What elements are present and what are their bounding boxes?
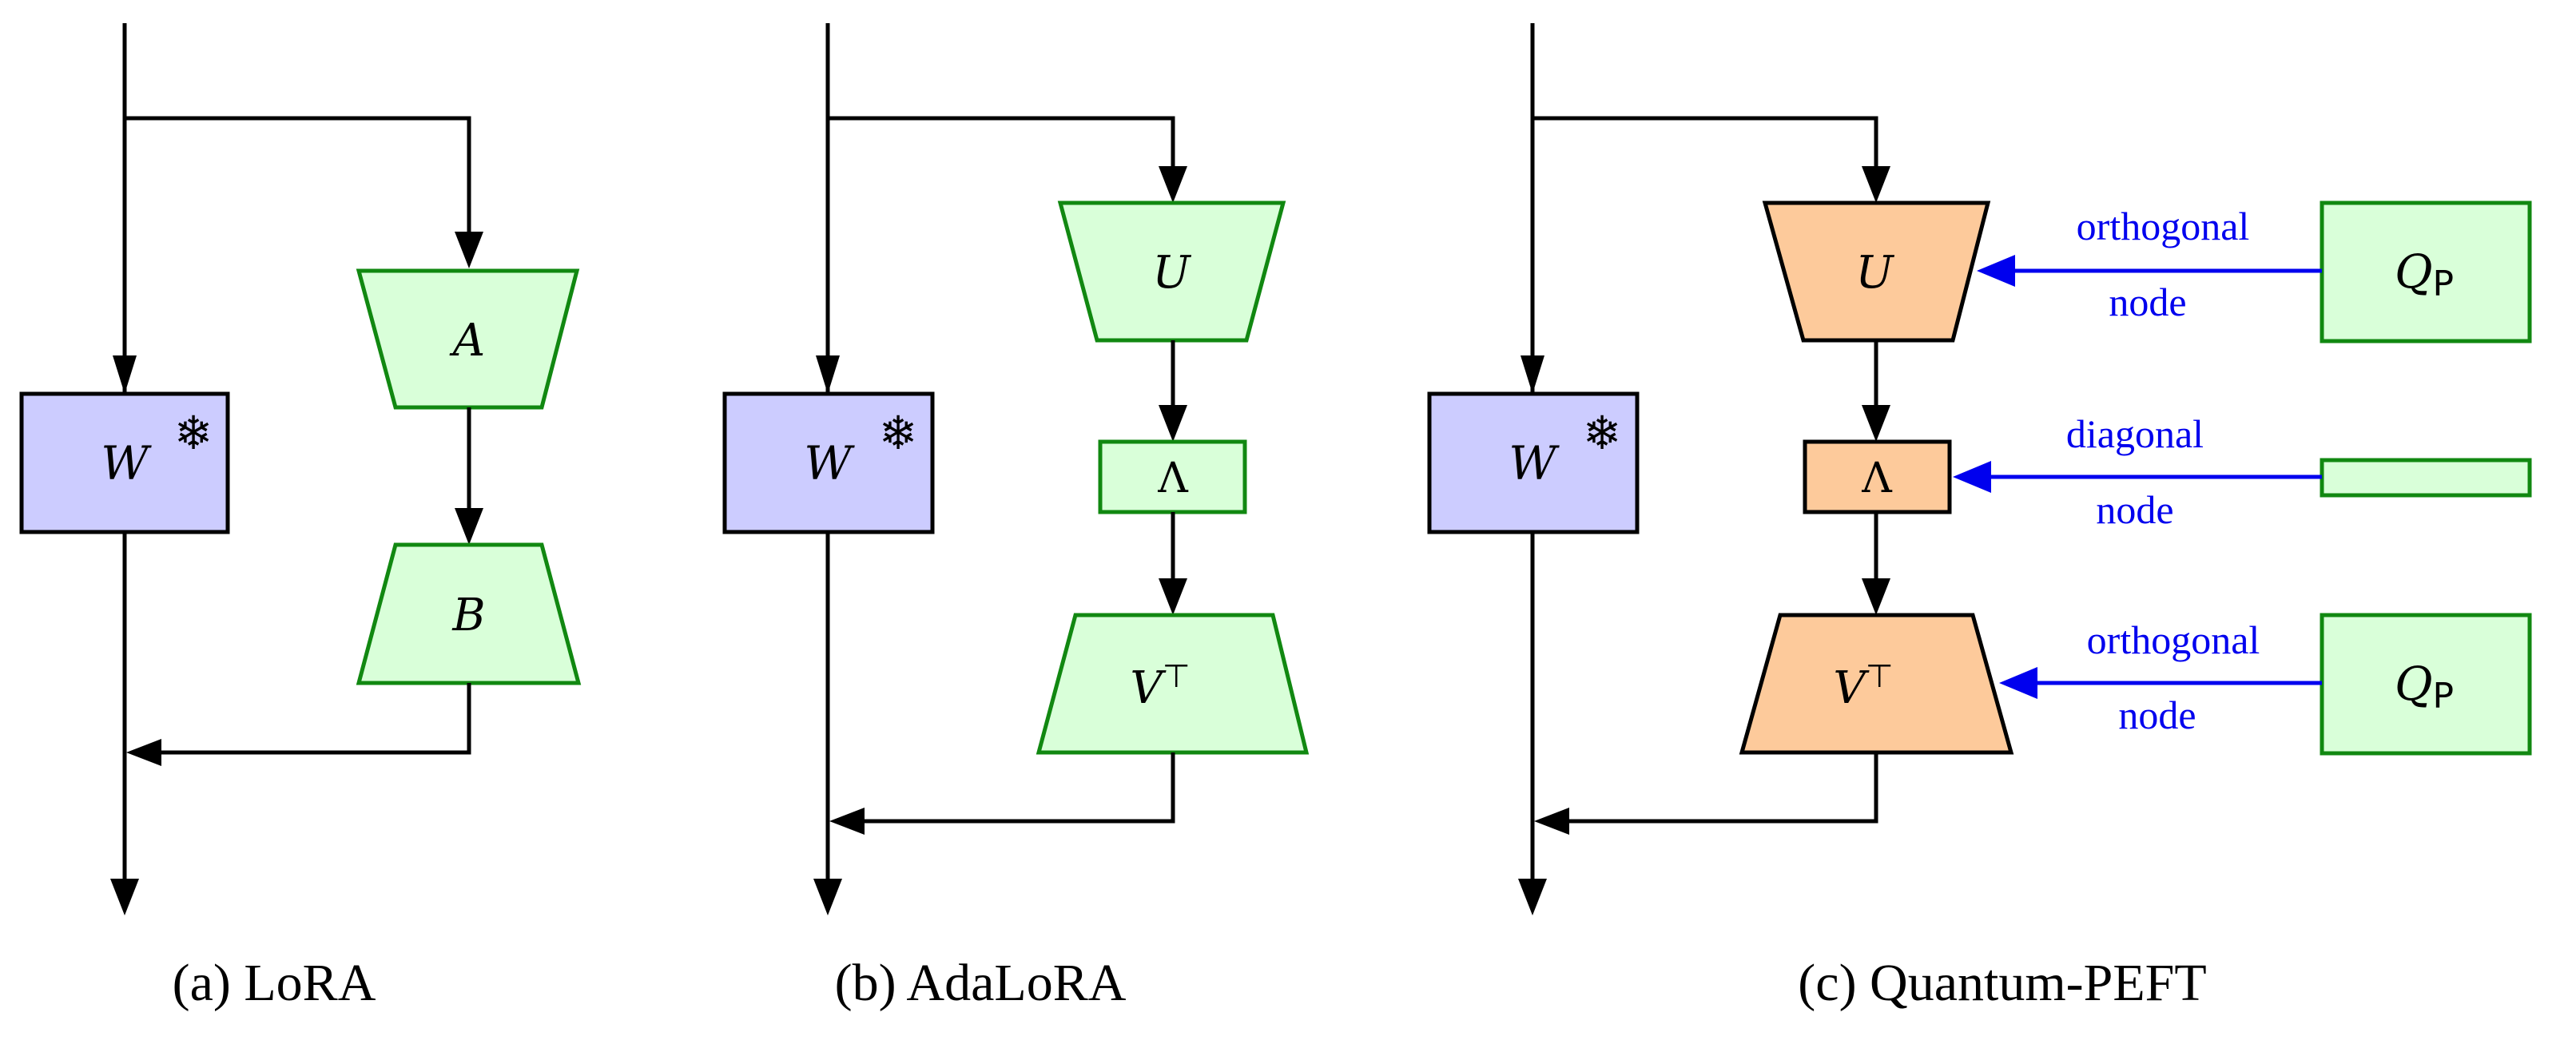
p-subscript: P	[2433, 264, 2455, 304]
edge-label-bottom: node	[2118, 693, 2196, 737]
frozen-weight-block	[722, 391, 935, 534]
edge-label-bottom: node	[2096, 487, 2173, 532]
branch-line	[828, 116, 1175, 166]
output-arrow	[1518, 879, 1547, 915]
output-arrow	[813, 879, 842, 915]
generator-label: QP	[2395, 244, 2454, 304]
u-block	[1057, 200, 1286, 343]
q-symbol: Q	[2395, 244, 2433, 299]
transpose-superscript: ⊤	[1866, 658, 1894, 695]
diagonal-generator-block	[2320, 458, 2532, 498]
arrow-into-v	[1159, 578, 1187, 615]
blue-arrowhead	[1999, 667, 2037, 699]
return-line	[863, 752, 1175, 824]
arrow-into-w	[816, 355, 840, 394]
orthogonal-generator-block	[2320, 613, 2532, 756]
transpose-superscript: ⊤	[1163, 658, 1191, 695]
q-symbol: Q	[2395, 657, 2433, 711]
v-transpose-label: V⊤	[1833, 658, 1893, 714]
arrow-into-v	[1862, 578, 1890, 615]
snowflake-icon: ❄	[1583, 406, 1622, 460]
v-label: V	[1833, 662, 1870, 714]
arrow-into-b	[455, 508, 483, 545]
arrow-into-lambda	[1862, 405, 1890, 442]
caption-quantum-peft: (c) Quantum-PEFT	[1798, 954, 2206, 1012]
generator-label: QP	[2395, 657, 2454, 717]
lora-b-label: B	[451, 590, 485, 641]
edge-label-bottom: node	[2109, 280, 2186, 324]
v-transpose-label: V⊤	[1130, 658, 1190, 714]
arrow-into-w	[1521, 355, 1544, 394]
blue-arrowhead	[1953, 461, 1991, 493]
blue-arrowhead	[1977, 255, 2015, 287]
frozen-weight-block	[1427, 391, 1640, 534]
orthogonal-generator-block	[2320, 200, 2532, 343]
output-arrow	[110, 879, 139, 915]
edge-label-top: orthogonal	[2077, 204, 2250, 248]
arrow-into-w	[113, 355, 137, 394]
p-subscript: P	[2433, 676, 2455, 717]
lambda-label: Λ	[1861, 455, 1893, 502]
arrow-into-a	[455, 232, 483, 268]
snowflake-icon: ❄	[879, 406, 918, 460]
arrow-into-u	[1862, 166, 1890, 203]
edge-label-top: orthogonal	[2087, 617, 2260, 662]
u-block	[1762, 200, 1991, 343]
arrow-into-u	[1159, 166, 1187, 203]
lora-b-block	[356, 542, 582, 685]
v-label: V	[1130, 662, 1167, 714]
caption-lora: (a) LoRA	[173, 954, 376, 1012]
frozen-weight-block	[19, 391, 230, 534]
u-label: U	[1152, 247, 1191, 299]
v-transpose-block	[1739, 613, 2014, 755]
snowflake-icon: ❄	[174, 406, 213, 460]
v-transpose-block	[1036, 613, 1310, 755]
return-line	[1568, 752, 1878, 824]
frozen-weight-label: W	[804, 436, 855, 490]
u-label: U	[1855, 247, 1894, 299]
lora-a-block	[356, 268, 580, 410]
merge-arrow	[829, 808, 865, 835]
lambda-block	[1098, 439, 1247, 514]
panel-quantum-peft: W ❄ U Λ V⊤ QP orthogonal node diagonal n…	[1427, 23, 2532, 1012]
lora-a-label: A	[449, 315, 485, 367]
frozen-weight-label: W	[1509, 436, 1560, 490]
frozen-weight-label: W	[101, 436, 152, 490]
caption-adalora: (b) AdaLoRA	[835, 954, 1127, 1012]
lambda-block	[1803, 439, 1952, 514]
panel-lora: W ❄ A B (a) LoRA	[19, 23, 582, 1012]
panel-adalora: W ❄ U Λ V⊤ (b) AdaLoRA	[722, 23, 1310, 1012]
return-line	[160, 683, 471, 755]
merge-arrow	[126, 739, 161, 766]
lambda-label: Λ	[1157, 455, 1189, 502]
arrow-into-lambda	[1159, 405, 1187, 442]
branch-line	[125, 116, 471, 232]
branch-line	[1532, 116, 1878, 166]
edge-label-top: diagonal	[2066, 411, 2204, 456]
merge-arrow	[1534, 808, 1569, 835]
